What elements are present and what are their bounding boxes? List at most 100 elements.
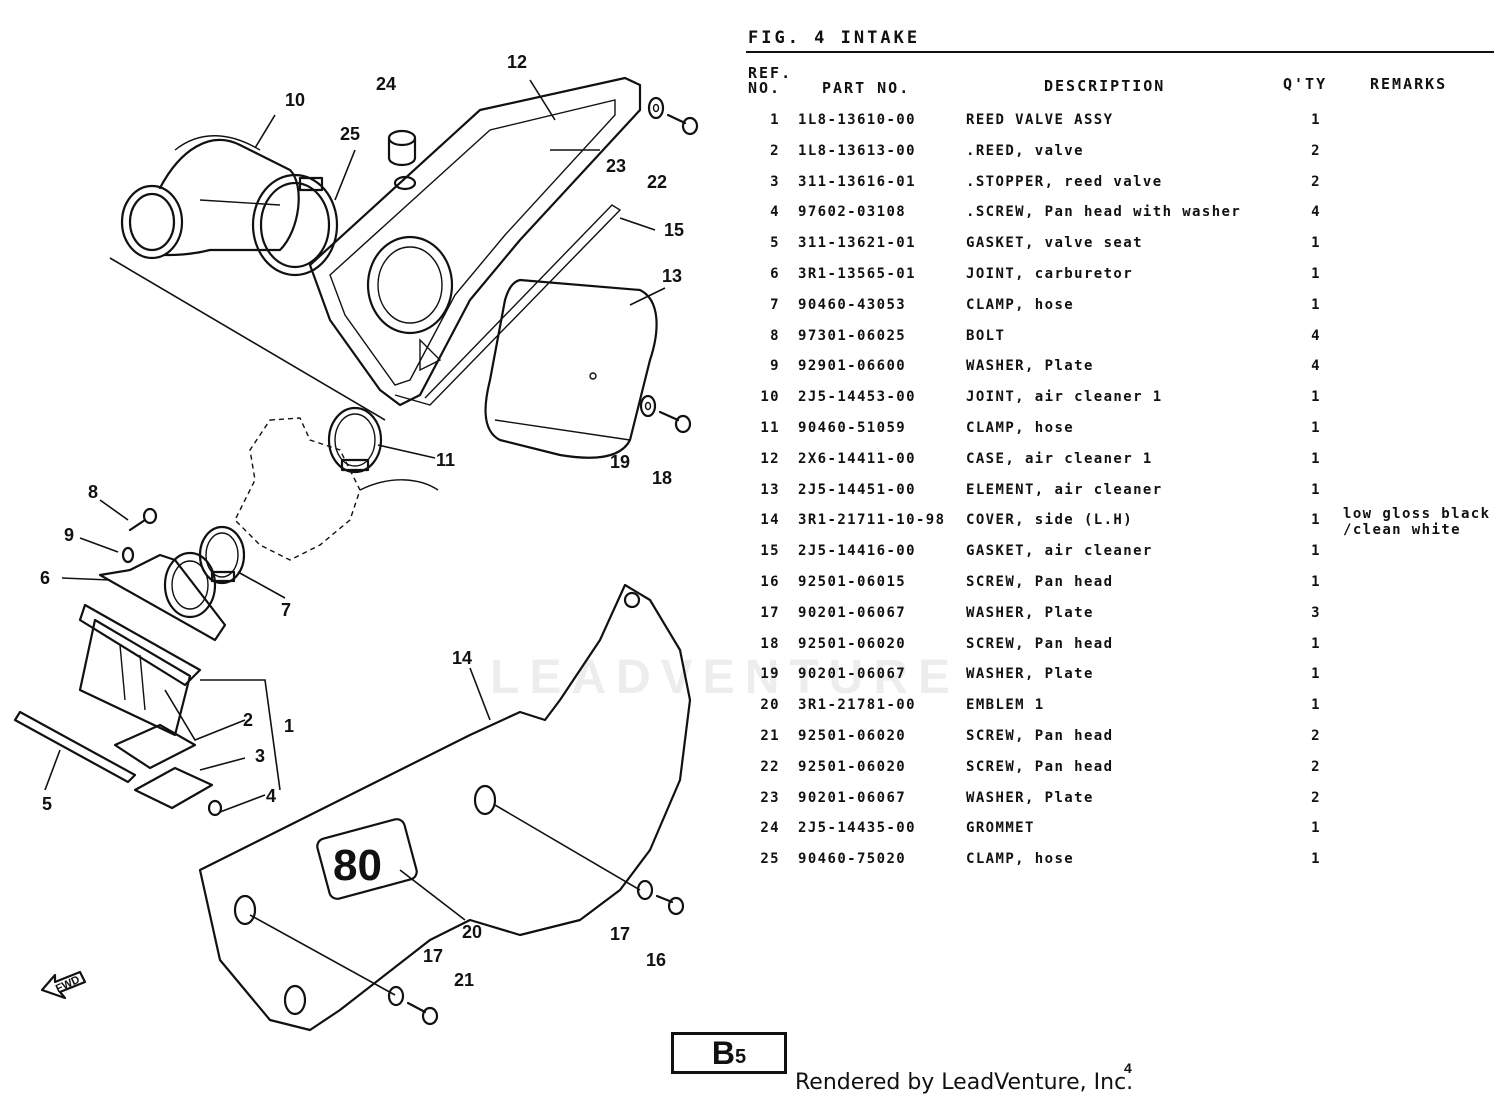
quantity-cell: 2 (1311, 727, 1321, 744)
callout-25: 25 (340, 124, 360, 144)
part-number-cell: 311-13621-01 (798, 235, 916, 252)
quantity-cell: 1 (1311, 635, 1321, 652)
description-cell: BOLT (966, 327, 1006, 344)
description-cell: ELEMENT, air cleaner (966, 481, 1163, 498)
description-cell: REED VALVE ASSY (966, 112, 1114, 128)
part-number-cell: 2J5-14416-00 (798, 543, 916, 560)
carburetor-joint (98, 551, 227, 642)
part-number-cell: 97602-03108 (798, 204, 907, 221)
quantity-cell: 4 (1311, 327, 1321, 344)
hose-clamp-11 (327, 406, 383, 474)
description-cell: .STOPPER, reed valve (966, 173, 1163, 190)
stopper-3 (133, 766, 214, 810)
part-number-cell: 90460-43053 (798, 296, 907, 313)
quantity-cell: 1 (1311, 697, 1321, 714)
part-number-cell: 2J5-14435-00 (798, 820, 916, 837)
ref-cell: 5 (770, 235, 780, 252)
callout-labels: 10 24 25 12 23 22 15 13 11 19 18 8 9 6 7… (40, 52, 684, 990)
quantity-cell: 2 (1311, 758, 1321, 775)
ref-cell: 24 (760, 820, 780, 837)
part-number-cell: 1L8-13610-00 (798, 112, 916, 128)
description-cell: .REED, valve (966, 142, 1084, 159)
description-cell: GASKET, valve seat (966, 235, 1143, 252)
callout-11: 11 (436, 450, 455, 470)
ref-cell: 13 (760, 481, 780, 498)
figure-title: FIG. 4 INTAKE (748, 28, 921, 48)
description-cell: WASHER, Plate (966, 604, 1094, 621)
quantity-cell: 1 (1311, 235, 1321, 252)
screw-4 (207, 799, 223, 817)
hose-clamp-25 (251, 173, 339, 277)
description-cell: SCREW, Pan head (966, 573, 1114, 590)
reed-2 (113, 723, 197, 770)
title-rule (746, 51, 1494, 53)
quantity-cell: 2 (1311, 173, 1321, 190)
quantity-cell: 1 (1311, 296, 1321, 313)
part-number-cell: 90460-51059 (798, 419, 907, 436)
header-remarks: REMARKS (1370, 75, 1448, 93)
header-part-no: PART NO. (822, 79, 911, 97)
ref-cell: 17 (760, 604, 780, 621)
part-number-cell: 92501-06020 (798, 635, 907, 652)
ref-cell: 16 (760, 573, 780, 590)
ref-cell: 12 (760, 450, 780, 467)
callout-18: 18 (652, 468, 672, 488)
ref-cell: 20 (760, 697, 780, 714)
part-number-cell: 90201-06067 (798, 604, 907, 621)
washer-19 (639, 394, 657, 418)
part-number-cell: 90201-06067 (798, 789, 907, 806)
callout-3: 3 (255, 746, 265, 766)
screw-18 (658, 410, 692, 434)
exploded-view-diagram: 80 FWD 10 24 25 12 23 22 (13, 52, 699, 1032)
quantity-cell: 1 (1311, 820, 1321, 837)
callout-2: 2 (243, 710, 253, 730)
ref-cell: 22 (760, 758, 780, 775)
table-row: 5 311-13621-01 GASKET, valve seat 1 (748, 231, 1498, 262)
callout-12: 12 (507, 52, 527, 72)
part-number-cell: 3R1-13565-01 (798, 265, 916, 282)
reed-valve-assy (78, 603, 202, 737)
ref-cell: 10 (760, 389, 780, 406)
ref-cell: 25 (760, 851, 780, 868)
callout-19: 19 (610, 452, 630, 472)
washer-17-b (387, 985, 405, 1007)
quantity-cell: 1 (1311, 512, 1321, 529)
description-cell: SCREW, Pan head (966, 727, 1114, 744)
screw-22 (666, 113, 699, 136)
callout-21: 21 (454, 970, 474, 990)
air-cleaner-gasket (394, 204, 622, 406)
header-ref-no: REF. NO. (748, 64, 793, 97)
ref-cell: 18 (760, 635, 780, 652)
callout-7: 7 (281, 600, 291, 620)
callout-20: 20 (462, 922, 482, 942)
page-number: 4 (1124, 1060, 1132, 1076)
part-number-cell: 2X6-14411-00 (798, 450, 916, 467)
description-cell: CASE, air cleaner 1 (966, 450, 1153, 467)
air-cleaner-joint (120, 135, 300, 260)
callout-9: 9 (64, 525, 74, 545)
ref-cell: 23 (760, 789, 780, 806)
ref-cell: 6 (770, 265, 780, 282)
remarks-cell: low gloss black /clean white (1343, 506, 1491, 539)
ref-cell: 11 (760, 419, 780, 436)
callout-16: 16 (646, 950, 666, 970)
ref-cell: 3 (770, 173, 780, 190)
callout-17-a: 17 (610, 924, 630, 944)
part-number-cell: 2J5-14451-00 (798, 481, 916, 498)
part-number-cell: 92501-06020 (798, 758, 907, 775)
part-number-cell: 2J5-14453-00 (798, 389, 916, 406)
part-number-cell: 97301-06025 (798, 327, 907, 344)
quantity-cell: 1 (1311, 419, 1321, 436)
carburetor-outline (234, 417, 439, 561)
